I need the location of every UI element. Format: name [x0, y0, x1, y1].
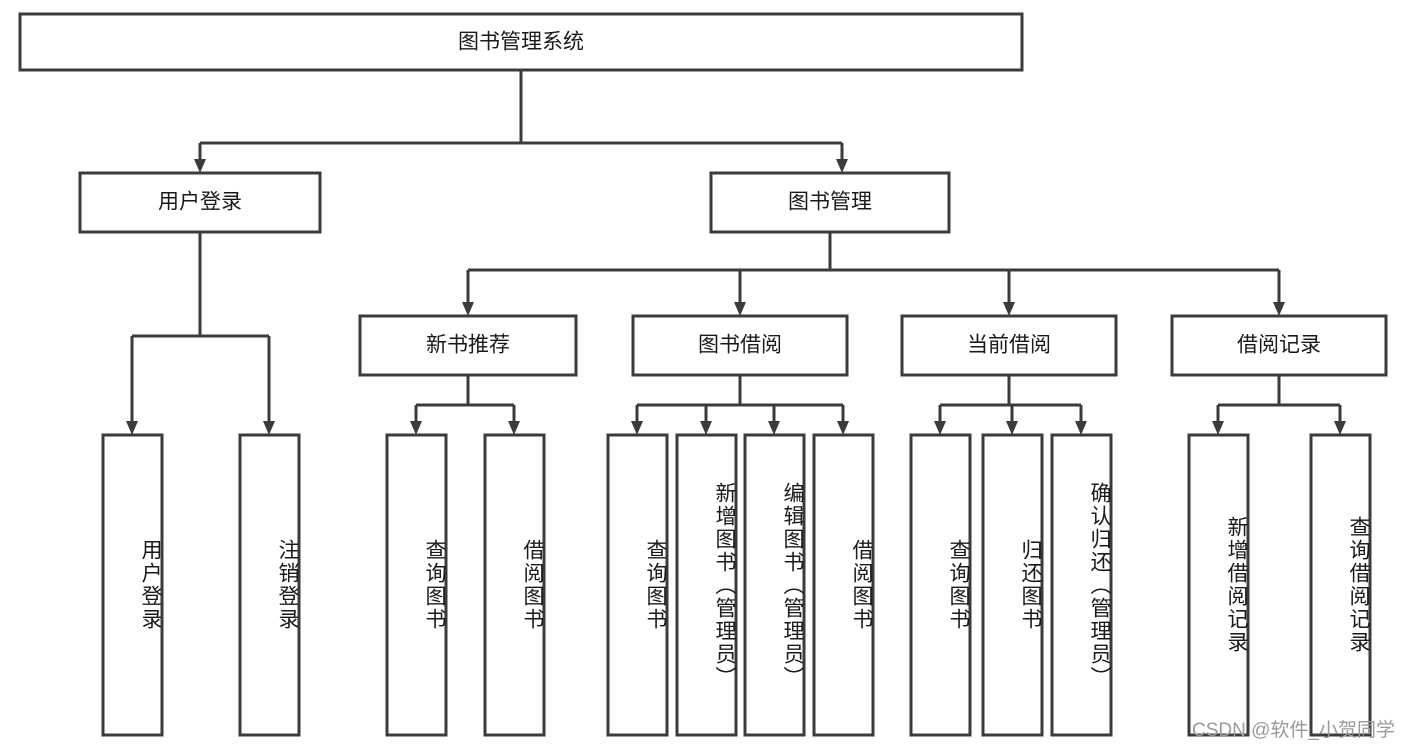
- leaf-box[interactable]: [675, 433, 738, 737]
- node-user-login-label: 用户登录: [158, 191, 242, 214]
- node-current-borrow-label: 当前借阅: [967, 334, 1051, 357]
- leaf-box[interactable]: [1187, 433, 1250, 737]
- connector-group-new-book-recommend: [410, 375, 520, 435]
- leaf-box[interactable]: [385, 433, 448, 737]
- node-book-management[interactable]: 图书管理: [709, 171, 951, 234]
- node-borrow-record[interactable]: 借阅记录: [1170, 314, 1388, 377]
- node-current-borrow[interactable]: 当前借阅: [900, 314, 1118, 377]
- leaf-box[interactable]: [1309, 433, 1372, 737]
- leaf-box[interactable]: [743, 433, 806, 737]
- node-book-borrow-label: 图书借阅: [698, 334, 782, 357]
- node-user-login[interactable]: 用户登录: [78, 171, 322, 234]
- leaf-box[interactable]: [909, 433, 972, 737]
- csdn-watermark: CSDN @软件_小贺同学: [1192, 720, 1395, 741]
- node-borrow-record-label: 借阅记录: [1237, 334, 1321, 357]
- leaf-box[interactable]: [1050, 433, 1113, 737]
- leaf-box[interactable]: [812, 433, 875, 737]
- connector-group-book-management: [462, 232, 1285, 316]
- node-book-borrow[interactable]: 图书借阅: [631, 314, 849, 377]
- leaf-box[interactable]: [483, 433, 546, 737]
- connector-group-book-borrow: [631, 375, 849, 435]
- connector-group-borrow-record: [1212, 375, 1346, 435]
- node-book-management-label: 图书管理: [788, 191, 872, 214]
- leaf-box[interactable]: [101, 433, 164, 737]
- connector-group-user-login: [126, 232, 275, 435]
- node-new-book-recommend[interactable]: 新书推荐: [358, 314, 578, 377]
- connector-group-root: [194, 70, 848, 173]
- leaf-box[interactable]: [606, 433, 669, 737]
- leaf-box-group: [101, 433, 1372, 737]
- node-new-book-recommend-label: 新书推荐: [426, 334, 510, 357]
- node-root-system[interactable]: 图书管理系统: [18, 12, 1024, 72]
- connector-group-current-borrow: [934, 375, 1087, 435]
- leaf-box[interactable]: [981, 433, 1044, 737]
- node-root-system-label: 图书管理系统: [458, 31, 584, 54]
- leaf-box[interactable]: [238, 433, 301, 737]
